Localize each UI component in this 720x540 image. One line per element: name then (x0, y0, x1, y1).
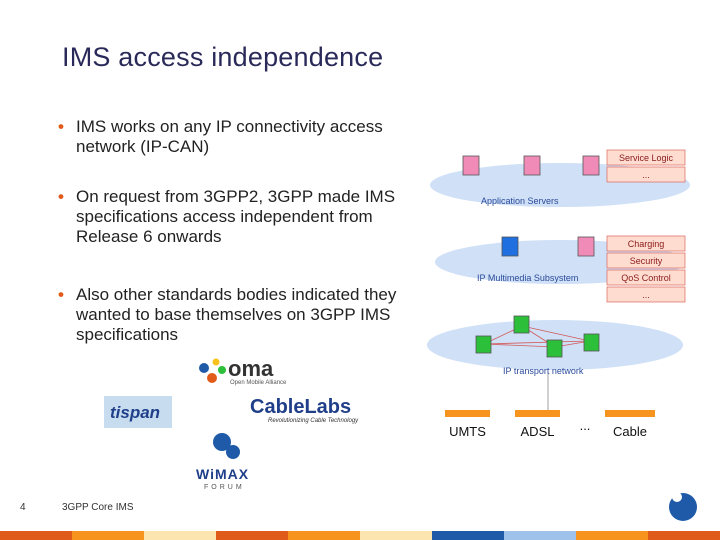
transport-network-label: IP transport network (503, 366, 584, 376)
access-bar-cable (605, 410, 655, 417)
bullet-text: IMS works on any IP connectivity access … (76, 117, 383, 156)
application-server-box (582, 155, 600, 176)
tag-security: Security (629, 256, 663, 266)
bullet-2: • On request from 3GPP2, 3GPP made IMS s… (58, 187, 428, 247)
tag-charging-box (606, 235, 686, 252)
tispan-logo-box (104, 396, 172, 428)
application-server-box (523, 155, 541, 176)
tag-qos: QoS Control (621, 273, 671, 283)
oma-logo-text: oma (228, 356, 274, 381)
tag-qos-more: ... (642, 290, 650, 300)
tag-service-logic: Service Logic (618, 153, 674, 163)
tag-security-box (606, 252, 686, 269)
bullet-text: On request from 3GPP2, 3GPP made IMS spe… (76, 187, 396, 246)
bullet-3: • Also other standards bodies indicated … (58, 285, 428, 345)
cablelabs-logo-text: CableLabs (250, 396, 352, 418)
bullet-text: Also other standards bodies indicated th… (76, 285, 397, 344)
ims-label: IP Multimedia Subsystem (477, 273, 579, 283)
bullet-marker: • (58, 187, 64, 206)
oma-logo-mark (199, 358, 226, 383)
bullet-1: • IMS works on any IP connectivity acces… (58, 117, 418, 157)
transport-node-box (546, 339, 563, 358)
ims-node-box (577, 236, 595, 257)
wimax-logo-text: WiMAX (196, 466, 250, 482)
bullet-marker: • (58, 117, 64, 136)
page-number: 4 (20, 502, 26, 513)
tag-qos-box (606, 269, 686, 286)
access-cable-label: Cable (613, 424, 647, 439)
oma-logo-subtext: Open Mobile Alliance (230, 380, 287, 386)
page-title: IMS access independence (62, 42, 384, 72)
wimax-logo-subtext: FORUM (204, 484, 245, 491)
cablelabs-logo-subtext: Revolutionizing Cable Technology (268, 418, 359, 424)
access-umts-label: UMTS (449, 424, 486, 439)
application-servers-label: Application Servers (481, 196, 559, 206)
tag-charging: Charging (627, 239, 665, 249)
application-server-box (462, 155, 480, 176)
tag-service-logic-box (606, 149, 686, 166)
tag-service-more-box (606, 166, 686, 183)
tno-logo-mark (669, 492, 697, 521)
footer-text: 3GPP Core IMS (62, 502, 134, 513)
bullet-marker: • (58, 285, 64, 304)
transport-node-box (513, 315, 530, 334)
tispan-logo-text: tispan (110, 403, 161, 422)
access-bar-umts (445, 410, 490, 417)
tag-service-more: ... (642, 170, 650, 180)
access-bar-adsl (515, 410, 560, 417)
wimax-logo-mark (213, 433, 240, 459)
transport-node-box (475, 335, 492, 354)
transport-node-box (583, 333, 600, 352)
access-more-label: ... (579, 418, 591, 433)
ims-node-box (501, 236, 519, 257)
footer-color-bar (0, 531, 720, 540)
tag-qos-more-box (606, 286, 686, 303)
access-adsl-label: ADSL (520, 424, 555, 439)
